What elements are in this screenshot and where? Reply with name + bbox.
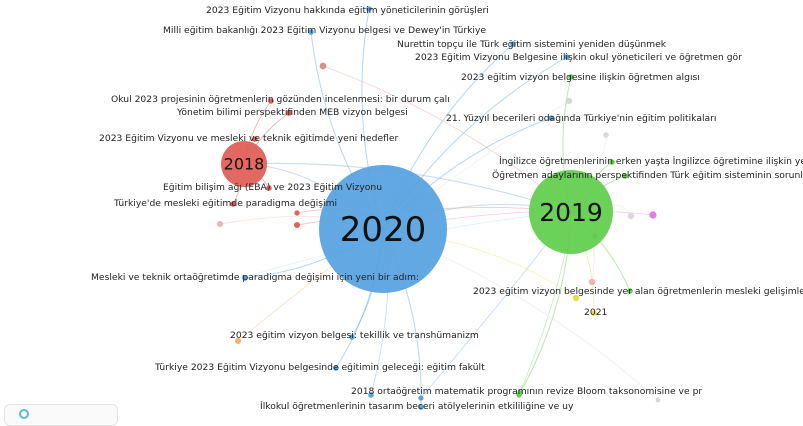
network-node-8[interactable] <box>294 210 300 216</box>
node-label-14[interactable]: Mesleki ve teknik ortaöğretimde paradigm… <box>91 272 419 283</box>
node-2023-eg-itim-vizyon-belgesine-ilis-kin-o[interactable] <box>568 74 574 80</box>
node-mesleki-ve-teknik-ortao-g-retimde-paradi[interactable] <box>242 275 248 281</box>
node-label-1[interactable]: 2023 Eğitim Vizyonu hakkında eğitim yöne… <box>206 5 489 16</box>
node-yo-netim-bilimi-perspektifinden-meb-vizy[interactable] <box>286 110 292 116</box>
node-2021[interactable] <box>591 310 597 316</box>
node-label-10[interactable]: İngilizce öğretmenlerinin erken yaşta İn… <box>499 156 803 167</box>
network-node-17[interactable] <box>418 395 424 401</box>
node-label-12[interactable]: Eğitim bilişim ağı (EBA) ve 2023 Eğitim … <box>163 182 382 193</box>
cluster-node-2019[interactable]: 2019 <box>529 170 613 254</box>
network-node-9[interactable] <box>588 278 596 286</box>
logo-icon <box>19 409 29 419</box>
cluster-label-2020: 2020 <box>340 210 427 250</box>
node-milli-eg-itim-bakanl-g-2023-eg-itim-vizy[interactable] <box>308 29 314 35</box>
node-label-2[interactable]: Milli eğitim bakanlığı 2023 Eğitim Vizyo… <box>163 25 486 36</box>
node-i-lkokul-o-g-retmenlerinin-tasar-m-becer[interactable] <box>418 404 424 410</box>
node-2018-ortao-g-retim-matematik-program-n-n[interactable] <box>517 390 523 396</box>
cluster-node-2018[interactable]: 2018 <box>221 141 267 187</box>
network-node-2[interactable] <box>565 97 573 105</box>
cluster-circle-2020[interactable] <box>319 165 447 293</box>
network-node-4[interactable] <box>649 211 657 219</box>
node-2023-eg-itim-vizyon-belgesi-tekillik-ve-[interactable] <box>349 334 355 340</box>
network-cluster-nodes: 2020 2019 2018 <box>221 141 613 293</box>
network-node-7[interactable] <box>294 222 300 228</box>
node-label-9[interactable]: 2023 Eğitim Vizyonu ve mesleki ve teknik… <box>99 133 399 144</box>
node-label-8[interactable]: 21. Yüzyıl becerileri odağında Türkiye'n… <box>446 113 716 124</box>
network-node-6[interactable] <box>217 221 223 227</box>
network-labels: 2023 Eğitim Vizyonu hakkında eğitim yöne… <box>91 5 803 412</box>
cluster-label-2019: 2019 <box>539 198 603 227</box>
node-okul-2023-projesinin-o-g-retmenlerin-go-[interactable] <box>268 98 274 104</box>
network-node-5[interactable] <box>603 132 609 138</box>
node-label-13[interactable]: Türkiye'de mesleki eğitimde paradigma de… <box>113 198 337 209</box>
node-2023-eg-itim-vizyonu-belgesine-ilis-kin-[interactable] <box>564 54 570 60</box>
node-i-ngilizce-o-g-retmenlerinin-erken-yas-t[interactable] <box>609 159 615 165</box>
cluster-label-2018: 2018 <box>224 155 265 174</box>
node-o-g-retmen-adaylar-n-n-perspektifinden-t[interactable] <box>622 173 628 179</box>
node-label-20[interactable]: İlkokul öğretmenlerinin tasarım beceri a… <box>260 401 574 412</box>
node-2023-eg-itim-vizyon-belgesinde-yer-alan-[interactable] <box>627 288 633 294</box>
node-label-19[interactable]: 2018 ortaöğretim matematik programının r… <box>351 386 702 397</box>
node-label-18[interactable]: Türkiye 2023 Eğitim Vizyonu belgesinde e… <box>154 362 485 373</box>
map-logo <box>4 404 118 426</box>
node-2023-eg-itim-vizyonu-ve-mesleki-ve-tekni[interactable] <box>252 136 258 142</box>
node-eg-itim-bilis-im-ag-eba-ve-2023-eg-itim-[interactable] <box>266 185 272 191</box>
network-node-12[interactable] <box>235 338 241 344</box>
cluster-circle-2018[interactable] <box>221 141 267 187</box>
network-node-14[interactable] <box>368 392 374 398</box>
node-label-3[interactable]: Nurettin topçu ile Türk eğitim sistemini… <box>397 39 667 50</box>
node-label-15[interactable]: 2023 eğitim vizyon belgesinde yer alan ö… <box>473 286 803 297</box>
cluster-circle-2019[interactable] <box>529 170 613 254</box>
node-label-17[interactable]: 2023 eğitim vizyon belgesi: tekillik ve … <box>230 330 479 341</box>
node-label-5[interactable]: 2023 eğitim vizyon belgesine ilişkin öğr… <box>461 72 700 83</box>
network-node-3[interactable] <box>627 212 635 220</box>
node-label-11[interactable]: Öğretmen adaylarının perspektifinden Tür… <box>492 170 803 181</box>
cluster-node-2020[interactable]: 2020 <box>319 165 447 293</box>
bibliometric-network-map: 2020 2019 2018 2023 Eğitim Vizyonu hakkınd… <box>91 5 803 412</box>
node-tu-rkiye-de-mesleki-eg-itimde-paradigma-[interactable] <box>230 201 236 207</box>
network-node-1[interactable] <box>319 62 327 70</box>
node-tu-rkiye-2023-eg-itim-vizyonu-belgesinde[interactable] <box>333 365 339 371</box>
node-label-4[interactable]: 2023 Eğitim Vizyonu Belgesine ilişkin ok… <box>415 52 742 63</box>
network-node-16[interactable] <box>655 397 661 403</box>
network-node-10[interactable] <box>573 295 579 301</box>
node-2023-eg-itim-vizyonu-hakk-nda-eg-itim-yo[interactable] <box>366 6 372 12</box>
node-21-yu-zy-l-becerileri-odag-nda-tu-rkiye-[interactable] <box>548 115 554 121</box>
node-nurettin-topc-u-ile-tu-rk-eg-itim-sistem[interactable] <box>510 41 516 47</box>
node-label-16[interactable]: 2021 <box>584 307 607 318</box>
node-label-7[interactable]: Yönetim bilimi perspektifinden MEB vizyo… <box>176 107 408 118</box>
node-label-6[interactable]: Okul 2023 projesinin öğretmenlerin gözün… <box>111 94 450 105</box>
